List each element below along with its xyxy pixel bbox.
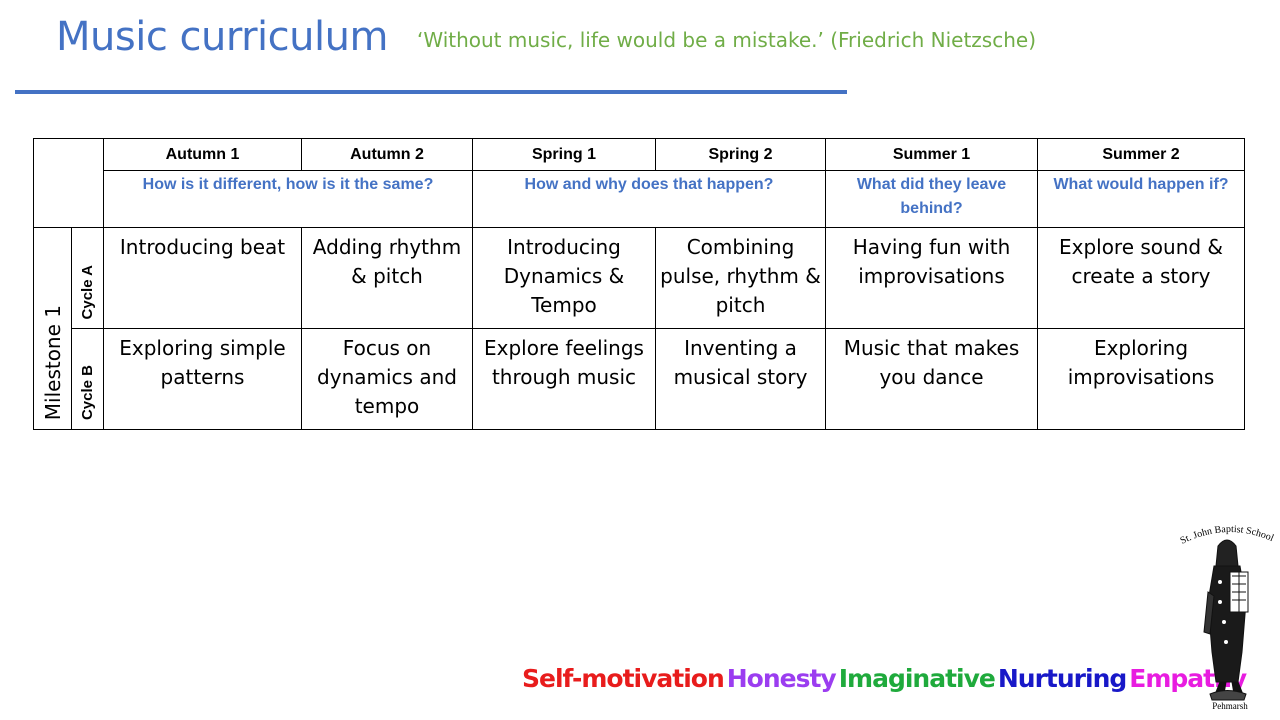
figure-icon xyxy=(1203,539,1249,701)
term-header-row: Autumn 1 Autumn 2 Spring 1 Spring 2 Summ… xyxy=(33,138,1245,228)
value-self-motivation: Self-motivation xyxy=(522,664,725,693)
term-header: Summer 2 xyxy=(1037,138,1245,171)
value-nurturing: Nurturing xyxy=(997,664,1127,693)
topic-cell: Music that makes you dance xyxy=(825,328,1038,430)
topic-cell: Focus on dynamics and tempo xyxy=(301,328,473,430)
topic-cell: Adding rhythm & pitch xyxy=(301,227,473,329)
corner-cell xyxy=(33,138,104,228)
value-honesty: Honesty xyxy=(726,664,837,693)
topic-cell: Exploring improvisations xyxy=(1037,328,1245,430)
enquiry-question: How is it different, how is it the same? xyxy=(103,170,473,228)
term-header: Autumn 1 xyxy=(103,138,302,171)
cycle-a-row: Milestone 1 Cycle A Introducing beat Add… xyxy=(33,227,1245,430)
term-header: Autumn 2 xyxy=(301,138,473,171)
quote: ‘Without music, life would be a mistake.… xyxy=(417,28,1036,52)
curriculum-table: Autumn 1 Autumn 2 Spring 1 Spring 2 Summ… xyxy=(33,138,1245,430)
topic-cell: Introducing Dynamics & Tempo xyxy=(472,227,656,329)
cycle-cell: Cycle A xyxy=(71,227,104,329)
enquiry-question: What did they leave behind? xyxy=(825,170,1038,228)
term-header: Summer 1 xyxy=(825,138,1038,171)
term-header: Spring 2 xyxy=(655,138,826,171)
cycle-label: Cycle B xyxy=(79,364,96,420)
topic-cell: Having fun with improvisations xyxy=(825,227,1038,329)
enquiry-question: What would happen if? xyxy=(1037,170,1245,228)
topic-cell: Combining pulse, rhythm & pitch xyxy=(655,227,826,329)
school-logo: St. John Baptist School Pehmarsh xyxy=(1180,524,1275,711)
topic-cell: Exploring simple patterns xyxy=(103,328,302,430)
term-header: Spring 1 xyxy=(472,138,656,171)
topic-cell: Inventing a musical story xyxy=(655,328,826,430)
enquiry-question: How and why does that happen? xyxy=(472,170,826,228)
page-title: Music curriculum xyxy=(56,14,388,60)
topic-cell: Explore feelings through music xyxy=(472,328,656,430)
value-imaginative: Imaginative xyxy=(838,664,996,693)
milestone-cell: Milestone 1 xyxy=(33,227,72,430)
question-row: How is it different, how is it the same?… xyxy=(34,170,1245,228)
cycle-label: Cycle A xyxy=(79,264,96,319)
title-underline xyxy=(15,90,847,94)
topic-cell: Introducing beat xyxy=(103,227,302,329)
cycle-b-row: Cycle B Exploring simple patterns Focus … xyxy=(34,328,1245,430)
cycle-cell: Cycle B xyxy=(71,328,104,430)
topic-cell: Explore sound & create a story xyxy=(1037,227,1245,329)
milestone-label: Milestone 1 xyxy=(40,304,65,420)
logo-bottom-text: Pehmarsh xyxy=(1212,701,1248,711)
